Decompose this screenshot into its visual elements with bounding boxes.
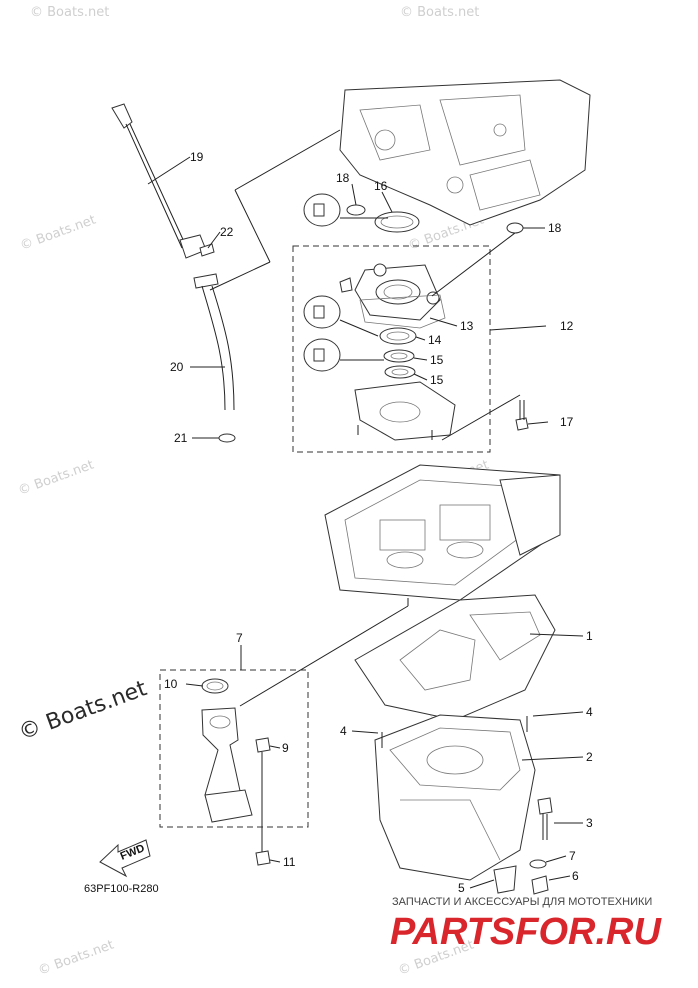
leader-lines-strainer [185, 645, 281, 863]
part-label-16: 16 [374, 179, 388, 193]
engine-block-outline [339, 79, 591, 226]
connector-line [239, 605, 409, 707]
part-label-19: 19 [190, 150, 204, 164]
diagram-code: 63PF100-R280 [84, 883, 159, 895]
part-label-20: 20 [170, 360, 184, 374]
strainer-group-8 [159, 669, 309, 866]
leader-line [529, 633, 584, 637]
part-label-5: 5 [458, 881, 465, 895]
part-labels: 19 22 20 21 18 16 18 13 12 14 15 15 17 1… [164, 150, 593, 895]
part-label-7: 7 [569, 849, 576, 863]
watermark: © Boats.net [400, 5, 479, 20]
watermark: © Boats.net [30, 5, 109, 20]
dipstick [111, 103, 236, 443]
part-label-13: 13 [460, 319, 474, 333]
part-label-1: 1 [586, 629, 593, 643]
part-label-15b: 15 [430, 373, 444, 387]
upper-casing-outline [324, 464, 561, 601]
part-label-6: 6 [572, 869, 579, 883]
part-label-11: 11 [283, 855, 296, 869]
watermark-large: © Boats.net [16, 676, 151, 746]
part-label-2: 2 [586, 750, 593, 764]
part-label-12: 12 [560, 319, 574, 333]
part-label-9: 9 [282, 741, 289, 755]
part-label-8: 7 [236, 631, 243, 645]
part-label-22: 22 [220, 225, 234, 239]
leader-lines-oil-pan [351, 711, 584, 889]
part-label-18b: 18 [548, 221, 562, 235]
part-label-15: 15 [430, 353, 444, 367]
part-label-21: 21 [174, 431, 188, 445]
watermark: © Boats.net [16, 458, 96, 499]
part-label-4b: 4 [586, 705, 593, 719]
leader-lines-dipstick [147, 129, 341, 439]
brand-logo: PARTSFOR.RU [390, 911, 662, 953]
part-label-3: 3 [586, 816, 593, 830]
part-label-14: 14 [428, 333, 442, 347]
part-label-18: 18 [336, 171, 350, 185]
part-label-10: 10 [164, 677, 178, 691]
fwd-arrow: FWD [99, 839, 151, 878]
part-label-4: 4 [340, 724, 347, 738]
gasket-1 [354, 594, 556, 721]
part-label-17: 17 [560, 415, 574, 429]
watermark: © Boats.net [36, 938, 116, 979]
housing-group-12 [292, 193, 529, 453]
leader-lines-housing [339, 183, 549, 441]
oil-pan-2 [374, 714, 553, 895]
watermark: © Boats.net [18, 213, 98, 254]
brand-tagline: ЗАПЧАСТИ И АКСЕССУАРЫ ДЛЯ МОТОТЕХНИКИ [392, 896, 652, 908]
